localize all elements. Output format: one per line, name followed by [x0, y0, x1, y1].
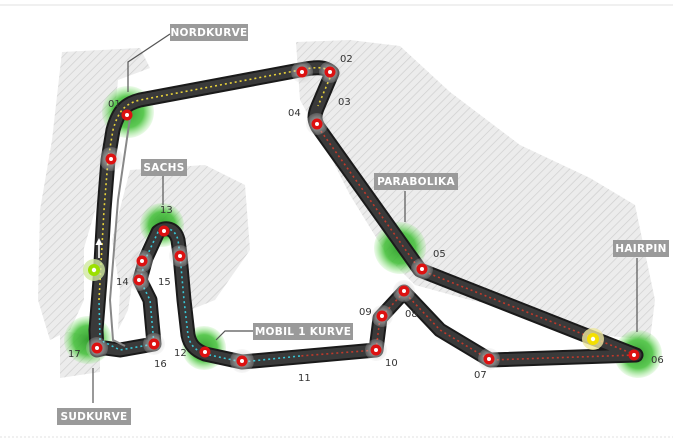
- turn-number-17: 17: [68, 349, 81, 360]
- marker-turn-08: [398, 285, 410, 297]
- turn-number-05: 05: [433, 249, 446, 260]
- label-nordkurve: NORDKURVE: [170, 24, 248, 41]
- marker-turn-06: [628, 349, 640, 361]
- marker-turn-14: [133, 274, 145, 286]
- direction-arrow-icon: [95, 238, 103, 258]
- turn-number-09: 09: [359, 307, 372, 318]
- svg-text:NORDKURVE: NORDKURVE: [170, 27, 247, 39]
- yellow-marker: [582, 328, 604, 350]
- turn-number-07: 07: [474, 370, 487, 381]
- marker-turn-05: [416, 263, 428, 275]
- turn-number-13: 13: [160, 205, 173, 216]
- label-hairpin: HAIRPIN: [613, 240, 669, 257]
- turn-numbers: 01 02 03 04 05 06 07 08 09 10 11 12 13 1…: [68, 54, 664, 384]
- start-finish-marker: [83, 259, 105, 281]
- turn-number-06: 06: [651, 355, 664, 366]
- marker-turn-01: [121, 109, 133, 121]
- label-parabolika: PARABOLIKA: [374, 173, 458, 190]
- turn-number-03: 03: [338, 97, 351, 108]
- marker-turn-16: [148, 338, 160, 350]
- svg-text:SACHS: SACHS: [143, 162, 184, 174]
- turn-number-12: 12: [174, 348, 187, 359]
- corner-markers: [91, 66, 640, 367]
- svg-text:PARABOLIKA: PARABOLIKA: [377, 176, 455, 188]
- label-leaders: [92, 33, 638, 403]
- sector-line-yellow: [98, 66, 333, 301]
- marker-turn-07: [483, 353, 495, 365]
- marker-turn-13: [158, 225, 170, 237]
- marker-turn-02a: [296, 66, 308, 78]
- label-sudkurve: SUDKURVE: [57, 408, 131, 425]
- turn-number-14: 14: [116, 277, 129, 288]
- turn-number-08: 08: [405, 309, 418, 320]
- label-mobil1-kurve: MOBIL 1 KURVE: [253, 323, 353, 340]
- marker-turn-02: [324, 66, 336, 78]
- marker-turn-04: [311, 118, 323, 130]
- marker-turn-15: [174, 250, 186, 262]
- marker-turn-10: [370, 344, 382, 356]
- pit-lane: [108, 117, 131, 347]
- svg-text:MOBIL 1 KURVE: MOBIL 1 KURVE: [255, 326, 351, 338]
- label-sachs: SACHS: [141, 159, 187, 176]
- svg-text:HAIRPIN: HAIRPIN: [615, 243, 666, 255]
- marker-turn-14a: [136, 255, 148, 267]
- turn-number-15: 15: [158, 277, 171, 288]
- turn-number-10: 10: [385, 358, 398, 369]
- runoff-area-west: [38, 48, 150, 340]
- marker-turn-17: [91, 342, 103, 354]
- marker-turn-09: [376, 310, 388, 322]
- turn-number-02: 02: [340, 54, 353, 65]
- turn-number-11: 11: [298, 373, 311, 384]
- marker-turn-11: [236, 355, 248, 367]
- turn-number-04: 04: [288, 108, 301, 119]
- svg-text:SUDKURVE: SUDKURVE: [60, 411, 127, 423]
- turn-number-01: 01: [108, 99, 121, 110]
- marker-turn-12: [199, 346, 211, 358]
- runoff-area-east: [296, 40, 655, 340]
- turn-number-16: 16: [154, 359, 167, 370]
- marker-turn-01b: [105, 153, 117, 165]
